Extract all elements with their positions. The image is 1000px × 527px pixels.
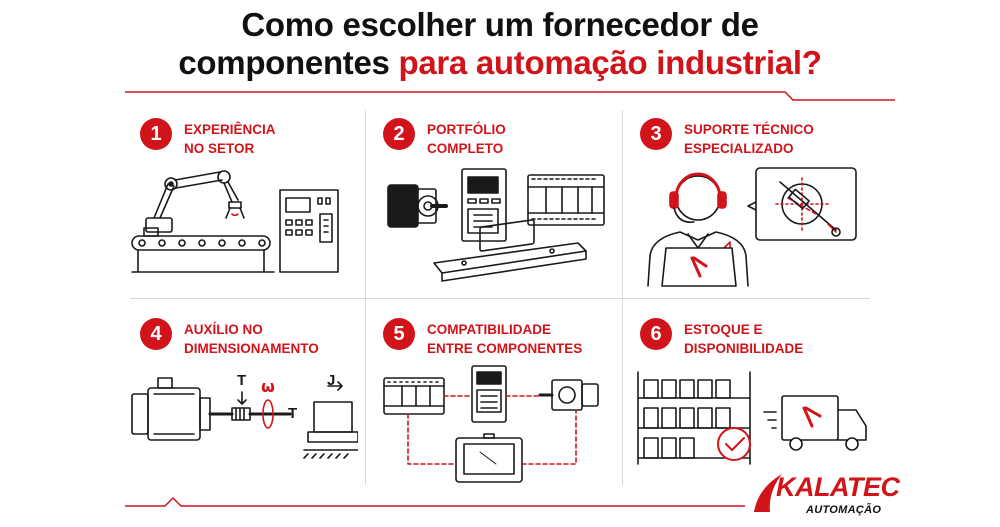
page-title: Como escolher um fornecedor de component…: [0, 6, 1000, 82]
step-4-label-line1: AUXÍLIO NO: [184, 322, 263, 337]
title-line-2-accent: para automação industrial?: [398, 44, 822, 81]
grid-divider-v2: [622, 110, 623, 485]
servo-drive-icon: [461, 168, 507, 242]
logo-sub: AUTOMAÇÃO: [806, 504, 882, 516]
conveyor-belt: [131, 227, 275, 273]
step-1-number: 1: [140, 118, 172, 150]
step-3-label-line1: SUPORTE TÉCNICO: [684, 122, 814, 137]
illustration-portfolio: [382, 165, 610, 290]
bottom-divider: [125, 496, 745, 507]
step-2-label-line1: PORTFÓLIO: [427, 122, 506, 137]
grid-divider-h: [130, 298, 870, 299]
step-6-label-line2: DISPONIBILIDADE: [684, 341, 804, 356]
step-5-label: COMPATIBILIDADE ENTRE COMPONENTES: [427, 320, 627, 358]
illustration-stock: [634, 368, 874, 468]
step-6-number: 6: [640, 318, 672, 350]
logo-swoosh: [754, 474, 782, 512]
step-2-number: 2: [383, 118, 415, 150]
title-line-2-plain: componentes: [178, 44, 399, 81]
illustration-support: [640, 158, 865, 293]
load-block-icon: [303, 381, 358, 459]
technical-diagram-window: [747, 167, 857, 241]
motor-shaft-icon: [131, 377, 292, 441]
check-circle-icon: [717, 427, 751, 461]
torque-label-right: T: [288, 405, 298, 422]
drive-icon: [471, 365, 507, 423]
step-6-label: ESTOQUE E DISPONIBILIDADE: [684, 320, 884, 358]
torque-label-top: T: [237, 372, 247, 389]
step-4-label-line2: DIMENSIONAMENTO: [184, 341, 319, 356]
control-cabinet-icon: [279, 189, 339, 273]
motor-icon: [538, 379, 599, 411]
plc-network-icon: [383, 377, 445, 415]
step-2-label: PORTFÓLIO COMPLETO: [427, 120, 627, 158]
warehouse-shelf-icon: [637, 371, 751, 465]
step-5-label-line2: ENTRE COMPONENTES: [427, 341, 583, 356]
kalatec-logo: KALATEC AUTOMAÇÃO: [748, 470, 900, 522]
rotation-arrow: [262, 399, 274, 429]
illustration-industry: [128, 168, 353, 280]
step-1-label: EXPERIÊNCIA NO SETOR: [184, 120, 384, 158]
grid-divider-v1: [365, 110, 366, 485]
step-2-label-line2: COMPLETO: [427, 141, 504, 156]
illustration-compatibility: [380, 360, 610, 485]
servo-motor-icon: [387, 184, 448, 228]
step-1-label-line1: EXPERIÊNCIA: [184, 122, 276, 137]
step-1-label-line2: NO SETOR: [184, 141, 255, 156]
plc-icon: [527, 174, 605, 226]
logo-brand: KALATEC: [776, 472, 900, 502]
laptop-icon: [661, 247, 737, 287]
torque-arrow: [237, 391, 247, 405]
step-5-label-line1: COMPATIBILIDADE: [427, 322, 551, 337]
connection-lines: [407, 395, 577, 465]
step-6-label-line1: ESTOQUE E: [684, 322, 763, 337]
hmi-panel-icon: [455, 433, 523, 483]
inertia-label: J: [327, 372, 336, 389]
title-line-1: Como escolher um fornecedor de: [241, 6, 759, 43]
robot-arm-icon: [145, 170, 245, 233]
title-line-2: componentes para automação industrial?: [0, 44, 1000, 82]
step-3-label-line2: ESPECIALIZADO: [684, 141, 794, 156]
delivery-truck-icon: [763, 395, 867, 451]
headset-operator-icon: [647, 172, 749, 287]
step-4-number: 4: [140, 318, 172, 350]
omega-label: ω: [261, 377, 275, 396]
top-divider: [125, 91, 895, 101]
illustration-sizing: T ω T J: [128, 364, 358, 460]
step-5-number: 5: [383, 318, 415, 350]
linear-guide-icon: [433, 219, 587, 282]
step-3-label: SUPORTE TÉCNICO ESPECIALIZADO: [684, 120, 884, 158]
step-3-number: 3: [640, 118, 672, 150]
step-4-label: AUXÍLIO NO DIMENSIONAMENTO: [184, 320, 384, 358]
